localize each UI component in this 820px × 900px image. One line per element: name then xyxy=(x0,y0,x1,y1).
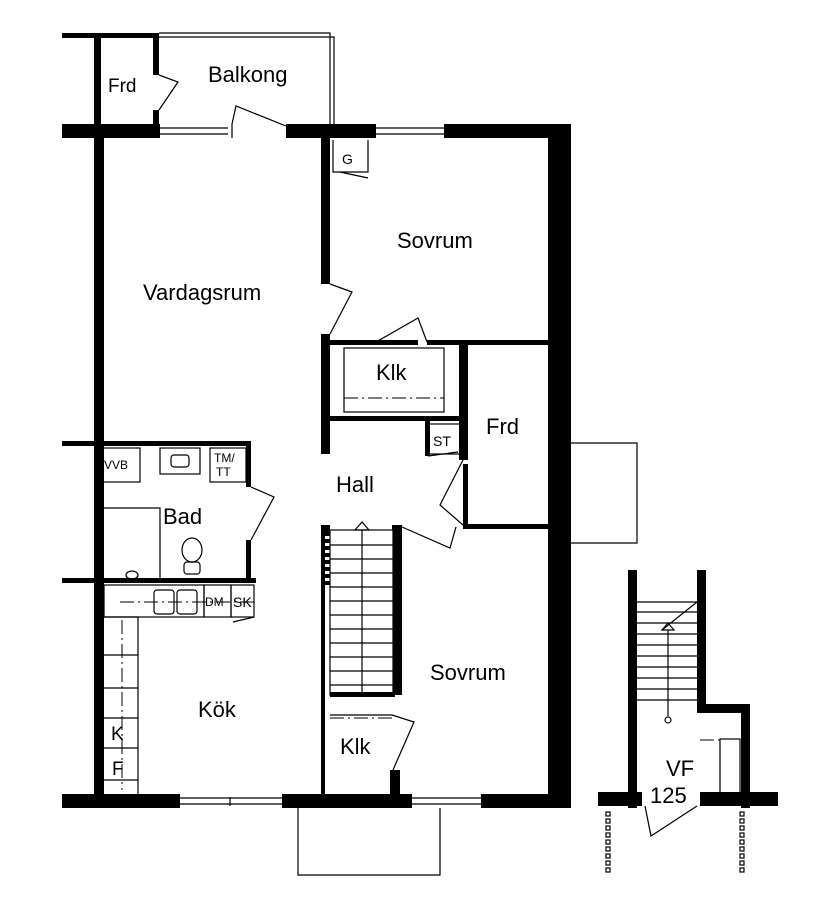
label-frd-top: Frd xyxy=(108,76,137,97)
vf-posts xyxy=(605,811,745,873)
post-mark xyxy=(739,867,745,873)
label-vf: VF xyxy=(666,756,694,781)
label-bad: Bad xyxy=(163,504,202,529)
post-mark xyxy=(739,825,745,831)
post-mark xyxy=(739,860,745,866)
stair-edge-tick xyxy=(322,532,330,536)
label-vf-number: 125 xyxy=(650,783,687,808)
walls xyxy=(62,33,778,808)
label-tm: TM/ xyxy=(214,451,235,465)
label-sovrum-bottom: Sovrum xyxy=(430,660,506,685)
label-f: F xyxy=(112,759,124,780)
post-mark xyxy=(605,860,611,866)
label-klk-bottom: Klk xyxy=(340,734,372,759)
stair-edge-tick xyxy=(322,546,330,550)
label-balkong: Balkong xyxy=(208,62,288,87)
stair-edge-tick xyxy=(322,567,330,571)
label-klk-mid: Klk xyxy=(376,360,408,385)
thin-lines xyxy=(102,32,741,876)
labels: Balkong Frd G Sovrum Vardagsrum Klk Frd … xyxy=(104,62,694,808)
post-mark xyxy=(605,811,611,817)
shelf-lines xyxy=(120,397,720,790)
stair-vf xyxy=(637,601,698,724)
post-mark xyxy=(605,818,611,824)
label-k: K xyxy=(111,724,124,745)
stair-edge-tick xyxy=(322,553,330,557)
label-sovrum-top: Sovrum xyxy=(397,228,473,253)
post-mark xyxy=(605,832,611,838)
label-kok: Kök xyxy=(198,697,237,722)
post-mark xyxy=(739,811,745,817)
label-vardagsrum: Vardagsrum xyxy=(143,280,261,305)
stair-edge-tick xyxy=(322,581,330,585)
stair-main xyxy=(322,521,394,696)
stair-edge-tick xyxy=(322,560,330,564)
label-hall: Hall xyxy=(336,472,374,497)
label-st: ST xyxy=(433,433,451,449)
stair-edge-tick xyxy=(322,574,330,578)
doors xyxy=(158,74,698,837)
post-mark xyxy=(605,853,611,859)
label-dm: DM xyxy=(205,595,224,609)
stair-edge-tick xyxy=(322,539,330,543)
label-tt: TT xyxy=(216,465,231,479)
post-mark xyxy=(605,846,611,852)
label-sk: SK xyxy=(233,594,252,610)
post-mark xyxy=(605,825,611,831)
label-frd-mid: Frd xyxy=(486,414,519,439)
post-mark xyxy=(739,846,745,852)
post-mark xyxy=(739,839,745,845)
label-vvb: VVB xyxy=(104,458,128,472)
post-mark xyxy=(605,839,611,845)
post-mark xyxy=(739,853,745,859)
post-mark xyxy=(739,818,745,824)
label-g: G xyxy=(342,151,353,167)
post-mark xyxy=(605,867,611,873)
post-mark xyxy=(739,832,745,838)
